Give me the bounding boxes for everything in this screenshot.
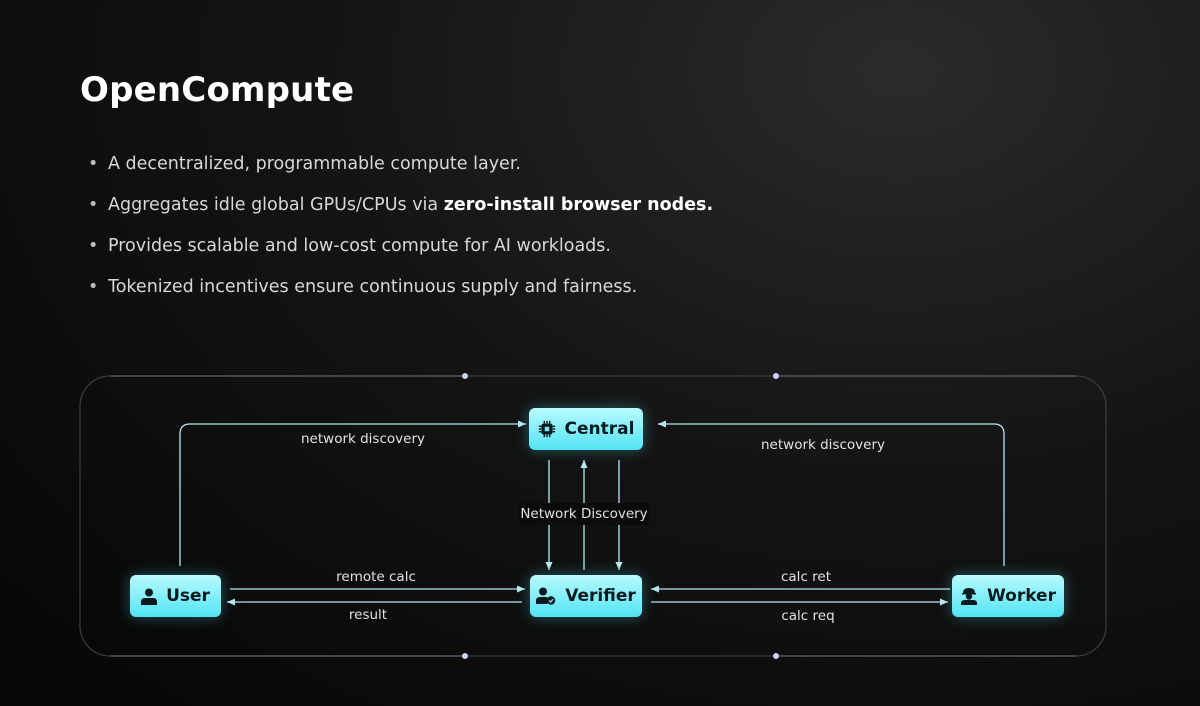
user-icon [141, 588, 158, 605]
connector-worker-central [658, 420, 1005, 566]
frame-dot [773, 373, 779, 379]
bullet-dot: • [88, 236, 99, 256]
bullet-dot: • [88, 195, 99, 215]
feature-item: • A decentralized, programmable compute l… [88, 154, 713, 195]
worker-icon [961, 588, 977, 605]
frame-dot [462, 373, 468, 379]
bullet-dot: • [88, 277, 99, 297]
node-worker-label: Worker [987, 586, 1056, 606]
page-title: OpenCompute [80, 70, 355, 110]
user-check-icon [536, 587, 556, 605]
feature-item: • Aggregates idle global GPUs/CPUs via ze… [88, 195, 713, 236]
feature-text: Tokenized incentives ensure continuous s… [108, 277, 638, 297]
node-verifier: Verifier [530, 575, 642, 617]
edge-label-calc-ret: calc ret [780, 569, 832, 585]
feature-list: • A decentralized, programmable compute l… [88, 154, 713, 318]
feature-text: Aggregates idle global GPUs/CPUs via [108, 195, 444, 215]
bullet-dot: • [88, 154, 99, 174]
feature-item: • Tokenized incentives ensure continuous … [88, 277, 713, 318]
node-verifier-label: Verifier [565, 586, 636, 606]
diagram-frame [79, 375, 1107, 657]
label-backdrop [519, 503, 649, 525]
feature-text: A decentralized, programmable compute la… [108, 154, 521, 174]
frame-dot [462, 653, 468, 659]
frame-dot [773, 653, 779, 659]
edge-label-central-verifier: Network Discovery [520, 506, 648, 522]
node-user-label: User [166, 586, 210, 606]
node-central: Central [529, 408, 643, 450]
chip-icon [538, 420, 555, 438]
edge-label-result: result [348, 607, 388, 623]
edge-label-calc-req: calc req [781, 608, 835, 624]
feature-item: • Provides scalable and low-cost compute … [88, 236, 713, 277]
feature-text: Provides scalable and low-cost compute f… [108, 236, 611, 256]
node-user: User [130, 575, 221, 617]
edge-label-remote-calc: remote calc [336, 569, 416, 585]
node-worker: Worker [952, 575, 1064, 617]
connector-user-central [179, 420, 526, 566]
edge-label-user-central: network discovery [301, 431, 425, 447]
edge-label-worker-central: network discovery [761, 437, 885, 453]
feature-bold-text: zero-install browser nodes. [443, 195, 714, 215]
node-central-label: Central [564, 419, 635, 439]
